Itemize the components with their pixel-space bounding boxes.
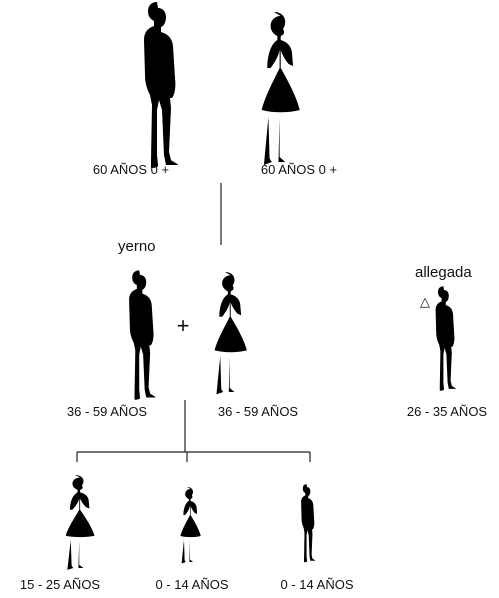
grandmother-figure (261, 12, 300, 165)
lodger-figure (435, 286, 456, 391)
son-in-law-role-label: yerno (118, 238, 156, 255)
son-in-law-age-label: 36 - 59 AÑOS (66, 404, 148, 419)
child-1-figure (65, 475, 95, 570)
child-2-figure (180, 487, 201, 564)
lodger-role-label: allegada (415, 264, 472, 281)
daughter-age-label: 36 - 59 AÑOS (217, 404, 299, 419)
child-1-age-label: 15 - 25 AÑOS (19, 577, 101, 592)
grandfather-age-label: 60 AÑOS 0 + (92, 162, 170, 177)
lodger-marker-icon: △ (420, 295, 430, 310)
child-2-age-label: 0 - 14 AÑOS (155, 577, 229, 592)
child-3-figure (301, 484, 316, 563)
grandfather-figure (144, 2, 178, 168)
grandmother-age-label: 60 AÑOS 0 + (260, 162, 338, 177)
son-in-law-figure (129, 270, 156, 400)
child-3-age-label: 0 - 14 AÑOS (280, 577, 354, 592)
lodger-age-label: 26 - 35 AÑOS (406, 404, 488, 419)
union-symbol: + (177, 313, 190, 338)
daughter-figure (214, 272, 247, 395)
